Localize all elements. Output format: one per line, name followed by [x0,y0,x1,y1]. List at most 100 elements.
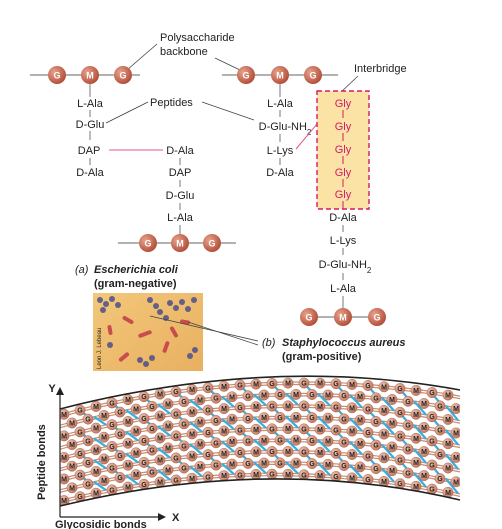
sugar-letter: G [213,463,219,470]
sugar-letter: M [317,427,323,434]
sugar-ball [346,402,358,414]
sugar-letter: M [389,468,395,475]
sugar-letter: G [85,482,91,489]
sugar-letter: G [245,393,251,400]
sugar-letter: G [365,477,371,484]
sugar-ball [154,410,166,422]
glycine-residue: Gly [335,121,352,133]
sugar-ball [274,389,286,400]
sugar-letter: G [173,411,179,418]
sugar-letter: G [301,472,307,479]
lattice-top-edge [59,375,461,410]
sugar-ball [218,425,230,437]
sugar-letter: M [349,452,355,459]
sugar-letter: M [421,449,427,456]
sugar-letter: G [365,383,371,390]
sugar-ball [202,426,214,438]
sugar-ball [138,413,150,424]
sugar-letter: M [189,431,195,438]
sugar-letter: M [285,381,291,388]
peptide-crosslink [93,415,107,426]
sugar-letter: M [253,427,259,434]
peptide-crosslink [253,393,267,407]
svg-text:G: G [373,313,380,323]
sugar-letter: M [221,406,227,413]
sugar-letter: M [253,449,259,456]
peptide-crosslink [189,443,203,455]
peptide-crosslink [349,440,363,456]
sugar-ball [218,380,230,392]
sugar-letter: G [237,472,243,479]
peptide-crosslink [285,392,299,406]
sugar-ball [322,412,334,424]
sugar-ball [298,423,310,435]
sugar-ball [98,453,110,465]
sugar-ball [194,460,206,472]
peptide-crosslink [413,424,427,440]
saureus-top-backbone: G M G [222,66,338,84]
sugar-letter: M [317,381,323,388]
sugar-letter: M [157,414,163,421]
sugar-ball [402,443,414,455]
sugar-ball [210,415,222,426]
sugar-ball [114,450,126,462]
sugar-ball [210,392,222,404]
sugar-letter: G [309,392,315,399]
peptide-crosslink [189,399,203,411]
polysaccharide-label-line1: Polysaccharide [160,32,235,44]
sugar-ball [130,469,142,481]
sugar-letter: G [77,473,83,480]
y-axis-letter: Y [48,383,56,395]
sugar-letter: G [397,481,403,488]
sugar-ball [74,404,86,416]
sugar-letter: G [181,399,187,406]
sugar-ball [290,388,302,400]
sugar-ball [282,423,294,435]
sugar-ball [82,478,94,490]
sugar-letter: G [429,390,435,397]
sugar-ball [162,442,174,454]
sugar-ball [146,422,158,434]
sugar-letter: G [429,463,435,470]
sugar-letter: G [341,440,347,447]
sugar-ball [226,391,238,403]
sugar-letter: M [285,472,291,479]
peptides-label: Peptides [150,97,193,109]
sugar-letter: M [165,445,171,452]
sugar-ball [442,413,454,425]
sugar-letter: M [381,432,387,439]
interbridge-label: Interbridge [354,63,407,75]
sugar-letter: M [381,408,387,415]
peptide-residue: D-Glu-NH2 [259,121,312,137]
sugar-letter: G [301,403,307,410]
sugar-letter: M [285,403,291,410]
sugar-letter: G [205,408,211,415]
sugar-ball [434,424,446,436]
sugar-letter: G [333,474,339,481]
sugar-letter: G [173,478,179,485]
sugar-ball [74,448,86,459]
sugar-letter: G [373,395,379,402]
sugar-ball [258,389,270,401]
sugar-ball [290,457,302,469]
sugar-letter: G [397,434,403,441]
caption-saureus-type: (gram-positive) [282,351,362,363]
sugar-letter: G [437,476,443,483]
sugar-letter: G [437,428,443,435]
sugar-letter: M [285,426,291,433]
sugar-ball [122,459,134,471]
sugar-ball [250,423,262,435]
sugar-letter: M [69,442,75,449]
sugar-letter: G [245,461,251,468]
sugar-letter: M [165,401,171,408]
sugar-letter: M [197,442,203,449]
sugar-letter: M [101,413,107,420]
sugar-letter: G [205,430,211,437]
sugar-g-ball: G [300,308,318,326]
sugar-letter: M [293,438,299,445]
sugar-ball [114,472,126,483]
sugar-letter: M [413,412,419,419]
sugar-ball [178,440,190,452]
sugar-ball [426,435,438,447]
